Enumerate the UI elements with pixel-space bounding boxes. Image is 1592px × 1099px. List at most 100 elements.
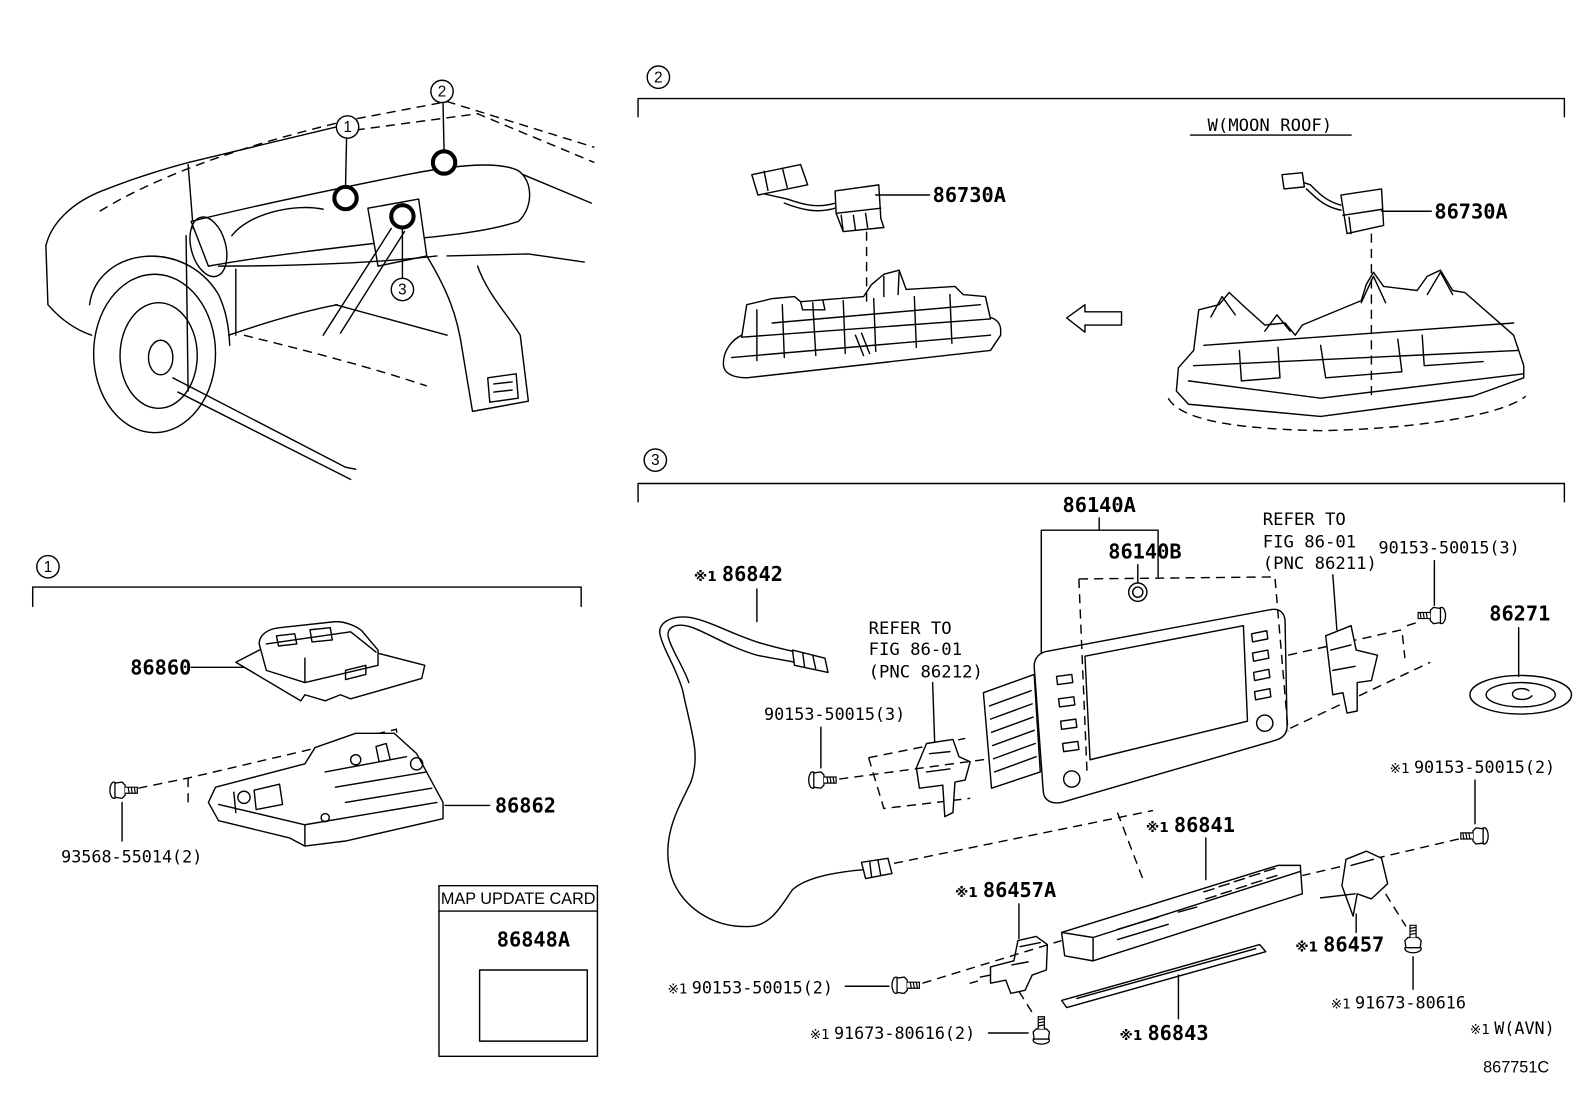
avn-footnote-text: W(AVN) <box>1494 1018 1555 1038</box>
module-86730A-moon-roof-connector <box>1281 171 1306 190</box>
disc-86271 <box>1469 674 1573 715</box>
callout-1: 1 <box>332 115 360 212</box>
part-93568-55014: 93568-55014(2) <box>61 846 202 866</box>
bolt-90153-50015-unit-left <box>891 976 921 995</box>
refer-right-line-2: FIG 86-01 <box>1263 532 1356 552</box>
display-to-unit-line <box>1116 812 1145 882</box>
bolt-90153-50015-display-right <box>1417 606 1447 625</box>
unit-left-install-line <box>922 939 1062 984</box>
part-86841-number: 86841 <box>1174 813 1235 837</box>
part-86730A-moon-roof: 86730A <box>1434 199 1507 223</box>
bracket-pnc-86211-details <box>1330 644 1356 672</box>
plate-86843-edge <box>1076 947 1257 1000</box>
cable-route-line <box>893 809 1154 865</box>
bracket-pnc-86211 <box>1324 624 1379 714</box>
refer-left-line-1: REFER TO <box>869 619 952 639</box>
unit-connector-ports <box>1116 867 1278 941</box>
section-1-tcu: 1 86860 86862 93568-55014(2) MAP UPDATE … <box>31 554 599 1058</box>
leader-pnc-86212 <box>931 681 936 743</box>
location-marker-3 <box>389 203 416 230</box>
part-86842: ※1 86842 <box>694 562 783 586</box>
refer-left-line-2: FIG 86-01 <box>869 640 962 660</box>
callout-3-circle <box>390 277 415 302</box>
part-90153-unit-right-number: 90153-50015(2) <box>1414 757 1555 777</box>
disc-inner-ring <box>1485 681 1556 708</box>
part-90153-50015-display-right: 90153-50015(3) <box>1379 538 1520 558</box>
map-update-card-frame <box>438 884 599 1058</box>
cable-end-connector-top <box>791 649 829 674</box>
module-86860 <box>235 620 426 702</box>
section-2-overhead-console: 2 W(MOON ROOF) 86730A <box>637 65 1566 432</box>
avn-mark: ※1 <box>668 981 688 997</box>
callout-3-number: 3 <box>398 282 406 299</box>
bracket-pnc-86212 <box>915 738 971 818</box>
part-86730A-standard: 86730A <box>933 183 1006 207</box>
unit-top-edge <box>1060 870 1302 962</box>
lower-dash-and-console <box>217 173 593 413</box>
part-86862: 86862 <box>495 794 556 818</box>
disc-center-mark <box>1511 687 1533 701</box>
location-marker-1 <box>332 184 359 212</box>
bolt-93568-55014 <box>109 781 138 800</box>
map-update-card-title: MAP UPDATE CARD <box>441 890 596 908</box>
module-86730A-connector <box>751 163 809 196</box>
arrow-left-icon <box>1065 304 1123 333</box>
section-1-badge <box>36 554 60 579</box>
cable-main <box>659 616 867 928</box>
bolt-90153-50015-unit-right <box>1460 827 1489 845</box>
callout-2-leader <box>442 102 445 152</box>
bracket-86862-hole-4 <box>320 812 330 823</box>
unit-body <box>1060 864 1304 962</box>
bracket-86862-hole-1 <box>237 790 251 805</box>
section-3-bracket <box>637 482 1566 503</box>
screw-91673-80616-left <box>1032 1016 1051 1045</box>
bracket-86457 <box>1341 850 1389 917</box>
display-86140A <box>982 576 1289 804</box>
avn-mark: ※1 <box>1470 1022 1490 1038</box>
part-86843-number: 86843 <box>1147 1021 1208 1045</box>
callout-2-circle <box>430 79 454 104</box>
refer-right-line-1: REFER TO <box>1263 510 1346 530</box>
avn-mark: ※1 <box>955 885 978 901</box>
part-86842-number: 86842 <box>722 562 783 586</box>
bracket-86457A-details <box>969 941 1041 984</box>
bolt-90153-50015-display-left <box>808 771 837 789</box>
refer-note-pnc-86211: REFER TO FIG 86-01 (PNC 86211) <box>1263 510 1377 574</box>
display-rear-housing-vents <box>988 689 1037 773</box>
callout-1-leader <box>344 138 348 188</box>
part-86457A-number: 86457A <box>983 878 1056 902</box>
front-wheel <box>92 273 217 434</box>
display-right-buttons <box>1250 630 1272 701</box>
display-volume-knob <box>1062 770 1081 788</box>
bracket-86862-details <box>217 742 438 847</box>
moon-roof-variant-label: W(MOON ROOF) <box>1208 116 1333 136</box>
knob-86140B <box>1127 582 1148 603</box>
console-vent <box>487 373 519 403</box>
part-90153-50015-display-left: 90153-50015(3) <box>764 704 905 724</box>
part-86271: 86271 <box>1489 602 1550 626</box>
roof-rear-line <box>355 113 595 164</box>
steering-wheel <box>189 216 228 278</box>
module-86730A-moon-roof-wire <box>1297 180 1342 211</box>
avn-mark: ※1 <box>1120 1028 1143 1044</box>
callout-1-circle <box>335 115 360 139</box>
avn-mark: ※1 <box>694 569 717 585</box>
part-90153-unit-left-number: 90153-50015(2) <box>692 977 833 997</box>
refer-right-line-3: (PNC 86211) <box>1263 554 1377 574</box>
refer-left-line-3: (PNC 86212) <box>869 662 983 682</box>
module-86860-details <box>265 626 377 684</box>
screw-right-install-line <box>1385 893 1407 927</box>
callout-2: 2 <box>430 79 458 176</box>
wheel-hub <box>147 339 174 376</box>
wheel-arch <box>88 255 231 347</box>
avn-mark: ※1 <box>810 1027 830 1043</box>
moon-roof-console-skirt <box>1167 395 1527 432</box>
floor-dashed-line <box>243 334 428 387</box>
